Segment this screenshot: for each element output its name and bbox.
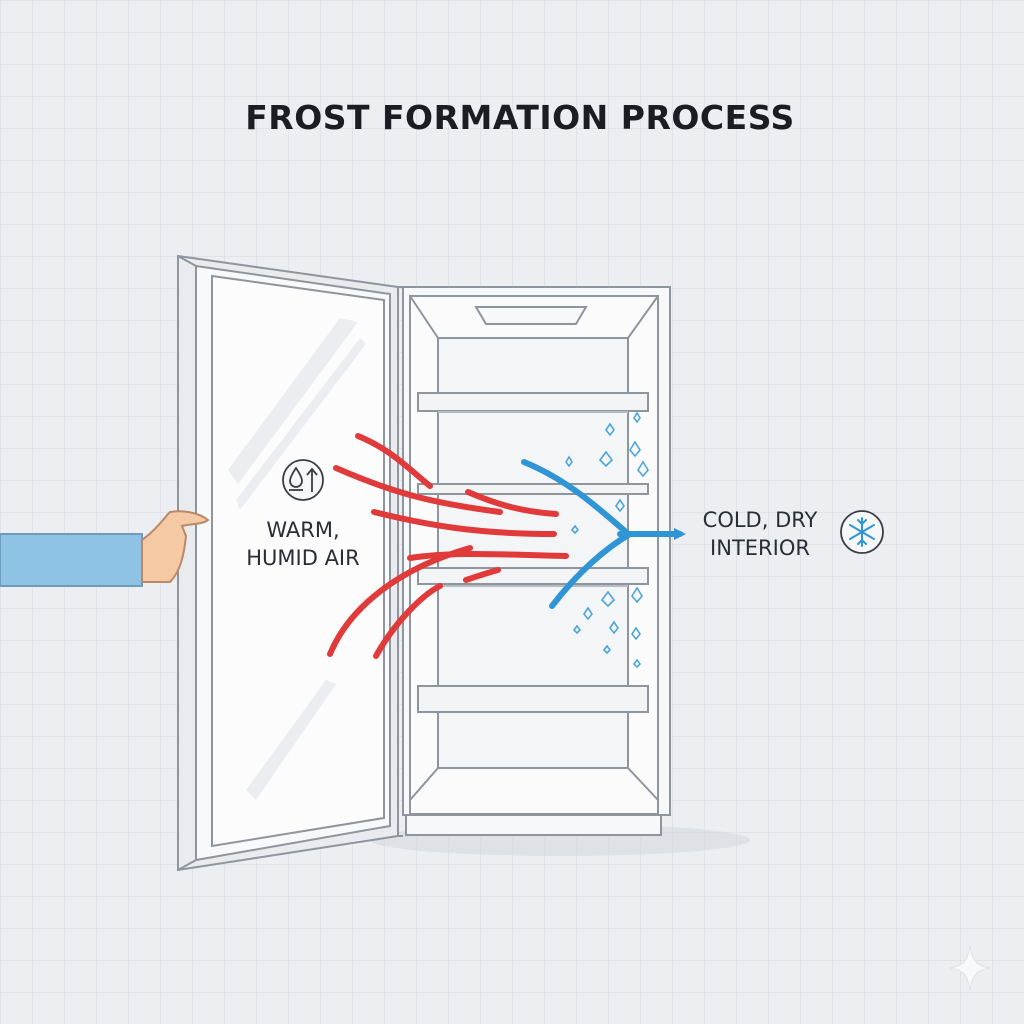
crystal-3 [598,450,614,468]
frost-crystals [565,411,649,669]
cold-air-streams [521,459,686,609]
corner-line-tr [627,295,659,339]
cold-interior-label: COLD, DRY INTERIOR [690,506,830,562]
warm-stream-2 [333,465,503,515]
warm-air-label-line-1: WARM, [266,518,340,542]
crystal-4 [629,440,641,458]
glare-2 [236,338,366,510]
warm-stream-4 [371,509,557,537]
crystal-2 [633,411,641,424]
cold-stream-bottom [549,531,633,609]
hand [141,510,210,583]
crystal-16 [632,658,642,669]
cold-interior-label-line-2: INTERIOR [710,536,810,560]
glare-3 [246,680,336,800]
snowflake-icon [840,510,884,554]
warm-stream-3 [465,489,559,517]
warm-stream-8 [463,567,501,583]
shelf-3 [417,567,649,585]
warm-stream-6 [327,545,473,657]
door-panel [211,274,385,848]
corner-line-tl [409,295,439,339]
door-edge [177,255,197,871]
door-glare [228,318,366,800]
crystal-11 [583,606,593,621]
fridge-cabinet [402,286,671,836]
sparkle-icon [949,945,991,991]
warm-stream-7 [373,583,443,659]
warm-air-streams [327,433,569,659]
crystal-9 [600,590,616,608]
crystal-8 [570,524,580,535]
glare-1 [228,318,358,484]
fridge-door [177,254,403,872]
sleeve [0,533,143,587]
warm-stream-5 [407,551,569,561]
cold-stream-top [521,459,629,535]
warm-air-label-line-2: HUMID AIR [246,546,360,570]
warm-air-label: WARM, HUMID AIR [228,516,378,572]
crystal-15 [602,644,612,655]
warm-stream-1 [355,433,433,489]
crystal-7 [615,498,625,513]
crystal-5 [637,460,649,478]
crystal-13 [631,626,641,641]
hand-opening-door [0,510,210,587]
top-light-vent [474,306,588,325]
crystal-12 [609,620,619,635]
corner-line-br [627,767,659,801]
crystal-14 [572,624,582,635]
diagram-title: FROST FORMATION PROCESS [245,98,795,137]
humidity-rising-icon [282,459,324,501]
corner-line-bl [409,767,439,801]
shelf-1 [417,392,649,412]
cabinet-base [405,814,662,836]
crystal-1 [605,422,615,437]
crystal-10 [631,586,643,604]
shelf-2 [417,483,649,495]
cold-interior-label-line-1: COLD, DRY [702,508,818,532]
shelf-4 [417,685,649,713]
crystal-6 [565,455,573,468]
